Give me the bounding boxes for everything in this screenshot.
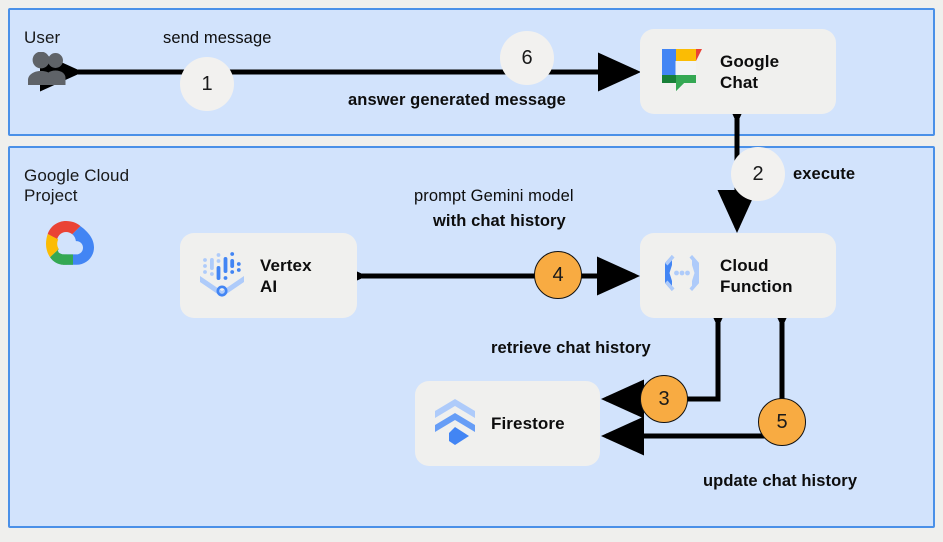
flow-label-execute: execute: [793, 165, 856, 183]
panel-title-user: User: [24, 28, 61, 47]
flow-label-prompt-gemini-model: prompt Gemini model: [414, 187, 574, 205]
google-chat-icon: [654, 41, 710, 102]
step-badge-5[interactable]: 5: [758, 398, 806, 446]
google-cloud-logo-icon: [36, 218, 96, 273]
step-badge-4[interactable]: 4: [534, 251, 582, 299]
cloud-function-icon: [654, 245, 710, 306]
node-label-vertex-ai: Vertex AI: [260, 255, 312, 296]
node-label-cloud-function: Cloud Function: [720, 255, 793, 296]
flow-label-with-chat-history: with chat history: [433, 212, 566, 230]
step-badge-2[interactable]: 2: [731, 147, 785, 201]
node-google-chat[interactable]: Google Chat: [640, 29, 836, 114]
node-firestore[interactable]: Firestore: [415, 381, 600, 466]
flow-label-answer-generated-message: answer generated message: [348, 91, 566, 109]
vertex-ai-icon: [194, 245, 250, 306]
node-vertex-ai[interactable]: Vertex AI: [180, 233, 357, 318]
step-badge-6[interactable]: 6: [500, 31, 554, 85]
flow-label-retrieve-chat-history: retrieve chat history: [491, 339, 651, 357]
panel-title-google-cloud-project: Google Cloud Project: [24, 166, 130, 205]
user-group-icon: [24, 51, 76, 91]
flow-label-send-message: send message: [163, 29, 272, 47]
node-cloud-function[interactable]: Cloud Function: [640, 233, 836, 318]
step-badge-1[interactable]: 1: [180, 57, 234, 111]
firestore-icon: [429, 393, 481, 454]
node-label-firestore: Firestore: [491, 414, 565, 433]
flow-label-update-chat-history: update chat history: [703, 472, 858, 490]
step-badge-3[interactable]: 3: [640, 375, 688, 423]
node-label-google-chat: Google Chat: [720, 51, 780, 92]
